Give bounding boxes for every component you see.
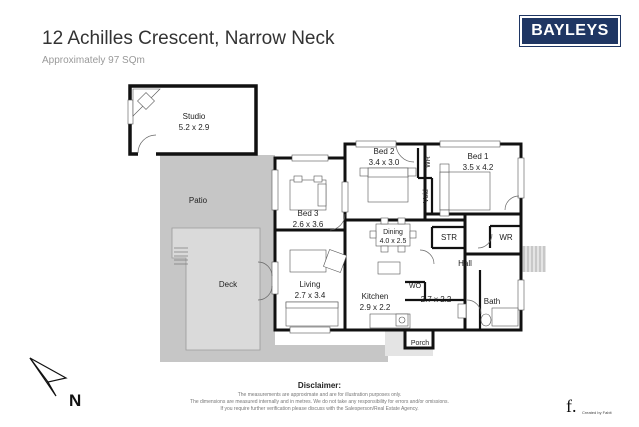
bath-fixtures <box>457 303 519 327</box>
bed-1-furniture <box>439 163 491 217</box>
bath-label: Bath <box>484 297 500 306</box>
studio-door-gap <box>138 151 156 157</box>
dining-dims: 4.0 x 2.5 <box>380 238 407 245</box>
disclaimer-line-3: If you require further verification plea… <box>220 406 419 412</box>
patio-label: Patio <box>189 196 208 205</box>
credit-text: Created by Fabit <box>582 410 612 415</box>
bed3-label: Bed 3 <box>298 209 319 218</box>
wo-label: WO <box>409 283 422 290</box>
door-swings <box>257 143 520 315</box>
bed1-label: Bed 1 <box>468 152 489 161</box>
wr-bed2-label: WR <box>425 156 432 168</box>
bed3-dims: 2.6 x 3.6 <box>293 220 324 229</box>
dining-label: Dining <box>383 229 403 236</box>
living-furniture <box>285 249 347 327</box>
disclaimer-line-2: The dimensions are measured internally a… <box>190 399 449 405</box>
page-title: 12 Achilles Crescent, Narrow Neck <box>42 28 335 49</box>
entry-steps-lines <box>523 246 545 272</box>
compass-label: N <box>69 391 81 410</box>
kitchen-dims: 2.9 x 2.2 <box>360 303 391 312</box>
studio-dims: 5.2 x 2.9 <box>179 123 210 132</box>
deck-platform <box>171 227 261 351</box>
living-dims: 2.7 x 3.4 <box>295 291 326 300</box>
studio-cupboard-box <box>137 92 155 110</box>
disclaimer-title: Disclaimer: <box>297 381 342 390</box>
bed2-dims: 3.4 x 3.0 <box>369 158 400 167</box>
studio-door-swing <box>137 134 157 154</box>
fabit-logo-icon: f. <box>566 396 577 416</box>
floor-area-subtitle: Approximately 97 SQm <box>42 55 145 66</box>
studio-window <box>127 99 134 125</box>
brand-logo: BAYLEYS <box>519 15 621 47</box>
porch-label: Porch <box>411 340 429 347</box>
north-arrow-icon <box>29 357 68 397</box>
wr-hall-label: WR <box>499 233 513 242</box>
bed-2-furniture <box>359 167 417 203</box>
laundry-dims: 2.7 x 2.2 <box>421 295 452 304</box>
kitchen-units <box>369 261 411 329</box>
bed1-dims: 3.5 x 4.2 <box>463 163 494 172</box>
windows <box>271 140 525 334</box>
kitchen-label: Kitchen <box>362 292 389 301</box>
deck-steps-lines <box>174 247 188 265</box>
bed2-label: Bed 2 <box>374 147 395 156</box>
str-label: STR <box>441 233 457 242</box>
living-label: Living <box>300 280 321 289</box>
entry-steps <box>520 246 546 272</box>
void-label: Void <box>423 189 430 203</box>
bed-3-furniture <box>289 175 327 211</box>
dining-table <box>369 217 417 253</box>
deck-label: Deck <box>219 280 238 289</box>
interior-walls <box>405 148 521 330</box>
hall-label: Hall <box>458 259 472 268</box>
disclaimer-line-1: The measurements are approximate and are… <box>237 392 402 398</box>
studio-label: Studio <box>183 112 206 121</box>
